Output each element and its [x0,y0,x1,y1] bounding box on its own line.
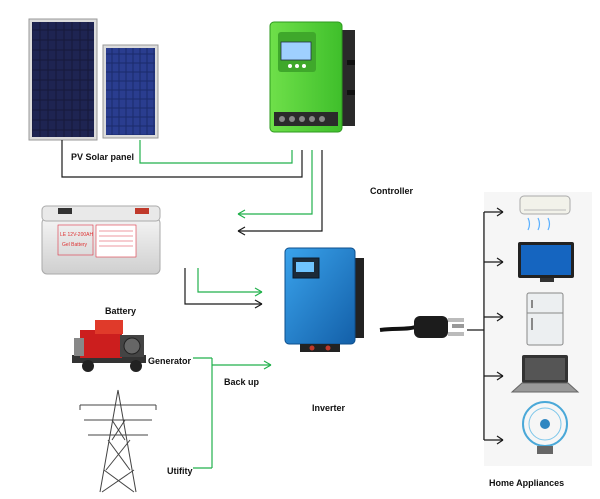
power-plug-icon [379,316,464,338]
battery-icon: LE 12V-200AH Gel Battery [41,205,161,275]
label-back-up: Back up [224,377,260,387]
tv-icon [518,242,574,282]
fan-icon [522,401,568,454]
generator-icon [72,320,146,372]
label-generator: Generator [148,356,192,366]
utility-tower-icon [79,389,157,493]
label-utility: Utifity [167,466,193,476]
inverter-icon [284,247,364,352]
label-battery: Battery [105,306,137,316]
solar-panel-icon [28,18,159,141]
air-conditioner-icon [519,195,571,231]
connection-lines [61,140,504,469]
battery-model-text: LE 12V-200AH [60,232,93,238]
battery-brand-text: Gel Battery [62,242,88,248]
refrigerator-icon [526,292,564,346]
laptop-icon [510,355,580,393]
controller-icon [269,21,355,133]
label-pv-solar-panel: PV Solar panel [71,152,135,162]
label-inverter: Inverter [312,403,346,413]
appliance-arrows-over [484,207,504,445]
label-controller: Controller [370,186,414,196]
label-home-appliances: Home Appliances [489,478,565,488]
